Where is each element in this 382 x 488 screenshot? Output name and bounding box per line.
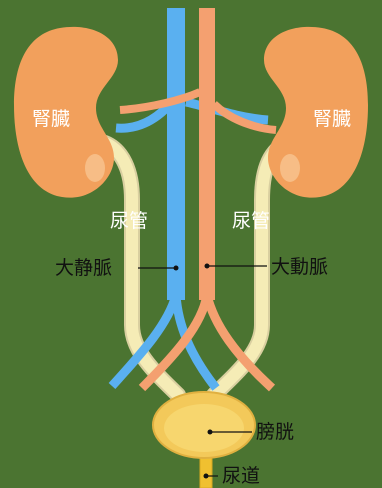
label-kidney-right: 腎臓 [313,108,351,130]
aorta [120,8,276,388]
label-vena-cava: 大静脈 [55,257,112,279]
label-kidney-left: 腎臓 [32,108,70,130]
label-ureter-right: 尿管 [232,210,270,232]
label-ureter-left: 尿管 [110,210,148,232]
bladder [153,392,255,458]
label-urethra: 尿道 [222,465,260,487]
label-bladder: 膀胱 [256,421,294,443]
label-aorta: 大動脈 [271,256,328,278]
